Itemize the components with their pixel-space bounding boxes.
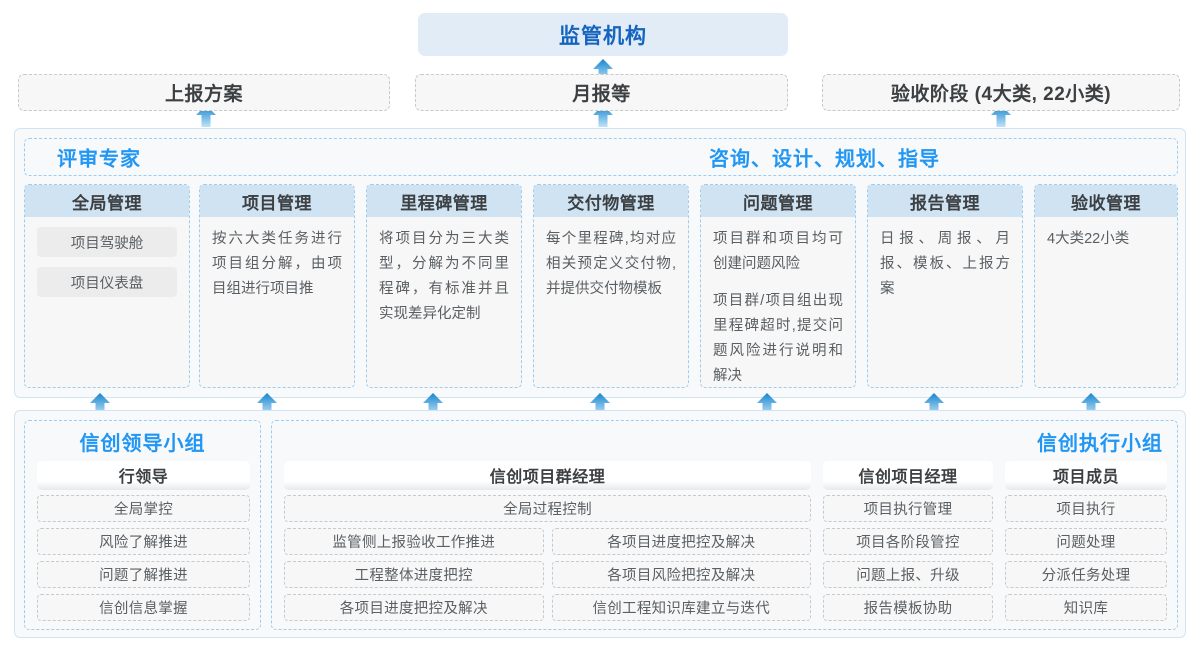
role-item[interactable]: 各项目进度把控及解决	[284, 594, 544, 621]
column-title: 验收管理	[1035, 185, 1177, 217]
role-card-project-member: 项目成员 项目执行 问题处理 分派任务处理 知识库	[1005, 461, 1167, 621]
arrow-up-icon	[592, 58, 614, 82]
column-title: 全局管理	[25, 185, 189, 217]
band-label-review-experts: 评审专家	[57, 148, 141, 171]
org-group-leadership: 信创领导小组 行领导 全局掌控 风险了解推进 问题了解推进 信创信息掌握	[24, 420, 261, 630]
column-paragraph: 项目群/项目组出现里程碑超时,提交问题风险进行说明和解决	[713, 293, 843, 384]
column-title: 里程碑管理	[367, 185, 521, 217]
role-card-project-manager: 信创项目经理 项目执行管理 项目各阶段管控 问题上报、升级 报告模板协助	[823, 461, 993, 621]
role-item-row: 工程整体进度把控 各项目风险把控及解决	[284, 561, 811, 588]
role-item-row: 监管侧上报验收工作推进 各项目进度把控及解决	[284, 528, 811, 555]
capability-column-issue[interactable]: 问题管理 项目群和项目均可创建问题风险 项目群/项目组出现里程碑超时,提交问题风…	[700, 184, 856, 388]
chip-item[interactable]: 项目驾驶舱	[37, 227, 177, 257]
role-item[interactable]: 各项目风险把控及解决	[551, 561, 811, 588]
org-group-execution: 信创执行小组 信创项目群经理 全局过程控制 监管侧上报验收工作推进 各项目进度把…	[271, 420, 1178, 630]
capability-column-milestone[interactable]: 里程碑管理 将项目分为三大类型，分解为不同里程碑，有标准并且实现差异化定制	[366, 184, 522, 388]
role-item[interactable]: 项目执行	[1005, 495, 1167, 522]
role-item[interactable]: 工程整体进度把控	[284, 561, 544, 588]
capability-column-deliverable[interactable]: 交付物管理 每个里程碑,均对应相关预定义交付物,并提供交付物模板	[533, 184, 689, 388]
group-title: 信创领导小组	[79, 433, 206, 455]
capability-column-project[interactable]: 项目管理 按六大类任务进行项目组分解，由项目组进行项目推	[199, 184, 355, 388]
deliverable-node-monthly: 月报等	[415, 74, 788, 111]
deliverable-label: 验收阶段 (4大类, 22小类)	[890, 84, 1112, 105]
column-title: 项目管理	[200, 185, 354, 217]
role-item-row: 各项目进度把控及解决 信创工程知识库建立与迭代	[284, 594, 811, 621]
column-body: 项目群和项目均可创建问题风险 项目群/项目组出现里程碑超时,提交问题风险进行说明…	[701, 217, 855, 387]
arrow-up-icon	[923, 392, 945, 416]
deliverable-node-acceptance: 验收阶段 (4大类, 22小类)	[822, 74, 1180, 111]
org-panel: 信创领导小组 行领导 全局掌控 风险了解推进 问题了解推进 信创信息掌握 信创执…	[14, 410, 1186, 638]
role-item[interactable]: 知识库	[1005, 594, 1167, 621]
group-title: 信创执行小组	[1037, 433, 1163, 455]
arrow-up-icon	[756, 392, 778, 416]
regulator-node: 监管机构	[418, 13, 788, 56]
role-title: 项目成员	[1005, 461, 1167, 489]
role-item[interactable]: 问题处理	[1005, 528, 1167, 555]
role-item[interactable]: 风险了解推进	[37, 528, 250, 555]
column-paragraph: 项目群和项目均可创建问题风险	[713, 231, 843, 272]
role-item[interactable]: 各项目进度把控及解决	[551, 528, 811, 555]
capability-panel: 评审专家 咨询、设计、规划、指导 全局管理 项目驾驶舱 项目仪表盘 项目管理 按…	[14, 128, 1186, 398]
role-item[interactable]: 信创信息掌握	[37, 594, 250, 621]
column-paragraph: 每个里程碑,均对应相关预定义交付物,并提供交付物模板	[546, 231, 676, 297]
column-paragraph: 日报、周报、月报、模板、上报方案	[880, 231, 1010, 297]
column-title: 报告管理	[868, 185, 1022, 217]
column-body: 按六大类任务进行项目组分解，由项目组进行项目推	[200, 217, 354, 310]
column-body: 将项目分为三大类型，分解为不同里程碑，有标准并且实现差异化定制	[367, 217, 521, 335]
role-item[interactable]: 全局过程控制	[284, 495, 811, 522]
capability-column-global[interactable]: 全局管理 项目驾驶舱 项目仪表盘	[24, 184, 190, 388]
role-item[interactable]: 报告模板协助	[823, 594, 993, 621]
column-paragraph: 按六大类任务进行项目组分解，由项目组进行项目推	[212, 231, 342, 297]
column-paragraph: 将项目分为三大类型，分解为不同里程碑，有标准并且实现差异化定制	[379, 231, 509, 322]
chip-item[interactable]: 项目仪表盘	[37, 267, 177, 297]
arrow-up-icon	[422, 392, 444, 416]
arrow-up-icon	[1080, 392, 1102, 416]
column-paragraph: 4大类22小类	[1047, 231, 1130, 247]
capability-column-acceptance[interactable]: 验收管理 4大类22小类	[1034, 184, 1178, 388]
column-title: 交付物管理	[534, 185, 688, 217]
role-item[interactable]: 项目执行管理	[823, 495, 993, 522]
role-item[interactable]: 项目各阶段管控	[823, 528, 993, 555]
column-body: 日报、周报、月报、模板、上报方案	[868, 217, 1022, 310]
role-title: 信创项目群经理	[284, 461, 811, 489]
deliverable-node-report-plan: 上报方案	[18, 74, 390, 111]
role-item[interactable]: 问题了解推进	[37, 561, 250, 588]
role-item[interactable]: 信创工程知识库建立与迭代	[551, 594, 811, 621]
arrow-up-icon	[589, 392, 611, 416]
role-card-program-manager: 信创项目群经理 全局过程控制 监管侧上报验收工作推进 各项目进度把控及解决 工程…	[284, 461, 811, 621]
role-card-bank-leader: 行领导 全局掌控 风险了解推进 问题了解推进 信创信息掌握	[37, 461, 250, 621]
role-item[interactable]: 问题上报、升级	[823, 561, 993, 588]
role-item[interactable]: 分派任务处理	[1005, 561, 1167, 588]
band-label-consulting: 咨询、设计、规划、指导	[709, 148, 940, 171]
arrow-up-icon	[256, 392, 278, 416]
deliverable-label: 月报等	[572, 84, 631, 105]
deliverable-label: 上报方案	[164, 84, 243, 105]
column-body: 每个里程碑,均对应相关预定义交付物,并提供交付物模板	[534, 217, 688, 310]
column-title: 问题管理	[701, 185, 855, 217]
role-item[interactable]: 全局掌控	[37, 495, 250, 522]
role-item[interactable]: 监管侧上报验收工作推进	[284, 528, 544, 555]
regulator-label: 监管机构	[559, 24, 647, 48]
arrow-up-icon	[89, 392, 111, 416]
role-title: 行领导	[37, 461, 250, 489]
column-body: 项目驾驶舱 项目仪表盘	[25, 217, 189, 315]
role-title: 信创项目经理	[823, 461, 993, 489]
capability-column-report[interactable]: 报告管理 日报、周报、月报、模板、上报方案	[867, 184, 1023, 388]
column-body: 4大类22小类	[1035, 217, 1177, 260]
stakeholder-band: 评审专家 咨询、设计、规划、指导	[24, 138, 1178, 176]
